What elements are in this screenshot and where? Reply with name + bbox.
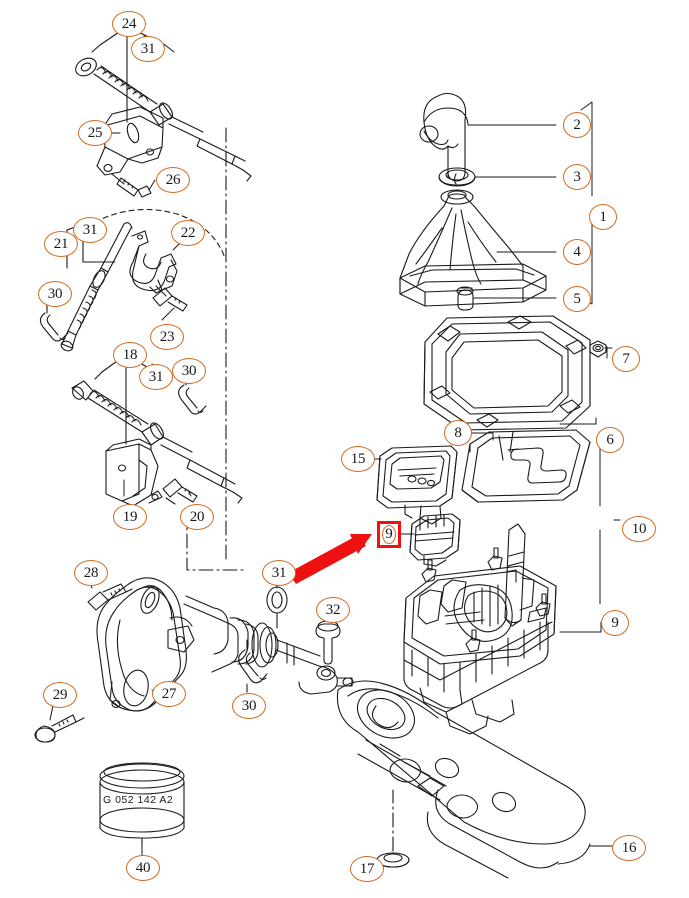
cable-assembly-top-art <box>75 27 252 182</box>
callout-28[interactable]: 28 <box>74 560 108 586</box>
callout-6[interactable]: 6 <box>596 427 624 453</box>
bush-grommet-art <box>456 286 474 311</box>
callout-16[interactable]: 16 <box>612 835 646 861</box>
selector-housing-art <box>403 523 557 735</box>
callout-19[interactable]: 19 <box>113 504 147 530</box>
callout-15[interactable]: 15 <box>341 446 375 472</box>
bolt-23-art <box>152 285 188 312</box>
callout-31[interactable]: 31 <box>131 36 165 62</box>
shift-knob-art <box>419 92 469 185</box>
callout-4[interactable]: 4 <box>563 239 591 265</box>
retaining-clip-22-art <box>129 230 178 294</box>
callout-26[interactable]: 26 <box>156 167 190 193</box>
bolt-28-art <box>87 583 133 611</box>
knob-collar-ring-art <box>438 167 476 187</box>
trim-frame-art <box>423 315 591 431</box>
spring-clip-30c-art <box>238 639 268 693</box>
callout-27[interactable]: 27 <box>152 681 186 707</box>
callout-18[interactable]: 18 <box>113 342 147 368</box>
callout-1[interactable]: 1 <box>589 204 617 230</box>
bolt-26-art <box>111 173 152 198</box>
callout-22[interactable]: 22 <box>171 220 205 246</box>
mounting-bracket-19-art <box>105 438 163 507</box>
flange-bolt-29-art <box>34 714 85 743</box>
callout-31[interactable]: 31 <box>139 364 173 390</box>
callout-29[interactable]: 29 <box>43 682 77 708</box>
switch-module-9-art <box>409 513 461 567</box>
callout-30[interactable]: 30 <box>38 281 72 307</box>
callout-8[interactable]: 8 <box>444 420 472 446</box>
bolt-20-art <box>162 478 198 505</box>
callout-7[interactable]: 7 <box>612 346 640 372</box>
callout-2[interactable]: 2 <box>563 112 591 138</box>
callout-ring <box>382 525 396 544</box>
callout-3[interactable]: 3 <box>563 164 591 190</box>
callout-10[interactable]: 10 <box>622 516 656 542</box>
indicator-strip-15-art <box>376 445 458 525</box>
spring-clip-30a-art <box>39 303 69 342</box>
leader-lines <box>49 23 621 869</box>
cable-assembly-mid-art <box>60 208 226 352</box>
red-pointer-arrow <box>288 534 372 584</box>
support-bracket-27-art <box>96 577 195 712</box>
callout-24[interactable]: 24 <box>112 11 146 37</box>
callout-30[interactable]: 30 <box>172 358 206 384</box>
callout-20[interactable]: 20 <box>180 504 214 530</box>
cover-plate-8-art <box>461 429 591 503</box>
lever-bracket-art <box>96 106 164 176</box>
callout-40[interactable]: 40 <box>126 855 160 881</box>
callout-30[interactable]: 30 <box>232 693 266 719</box>
grommet-17-art <box>376 789 410 868</box>
grease-tube-40-art <box>99 762 185 847</box>
floor-panel-16-art <box>336 680 591 879</box>
highlighted-callout-label: 9 <box>385 526 393 542</box>
callout-31[interactable]: 31 <box>262 560 296 586</box>
callout-31[interactable]: 31 <box>73 217 107 243</box>
highlighted-callout-9[interactable]: 9 <box>377 521 401 548</box>
callout-25[interactable]: 25 <box>78 120 112 146</box>
callout-23[interactable]: 23 <box>150 324 184 350</box>
callout-5[interactable]: 5 <box>563 286 591 312</box>
nut-7-art <box>589 340 607 358</box>
shift-boot-art <box>399 189 547 307</box>
o-ring-31-art <box>266 586 288 629</box>
callout-17[interactable]: 17 <box>350 856 384 882</box>
callout-9[interactable]: 9 <box>601 610 629 636</box>
grease-tube-part-number: G 052 142 A2 <box>103 794 174 806</box>
callout-32[interactable]: 32 <box>316 597 350 623</box>
cable-assembly-bottom-art <box>183 595 354 695</box>
callout-21[interactable]: 21 <box>44 231 78 257</box>
